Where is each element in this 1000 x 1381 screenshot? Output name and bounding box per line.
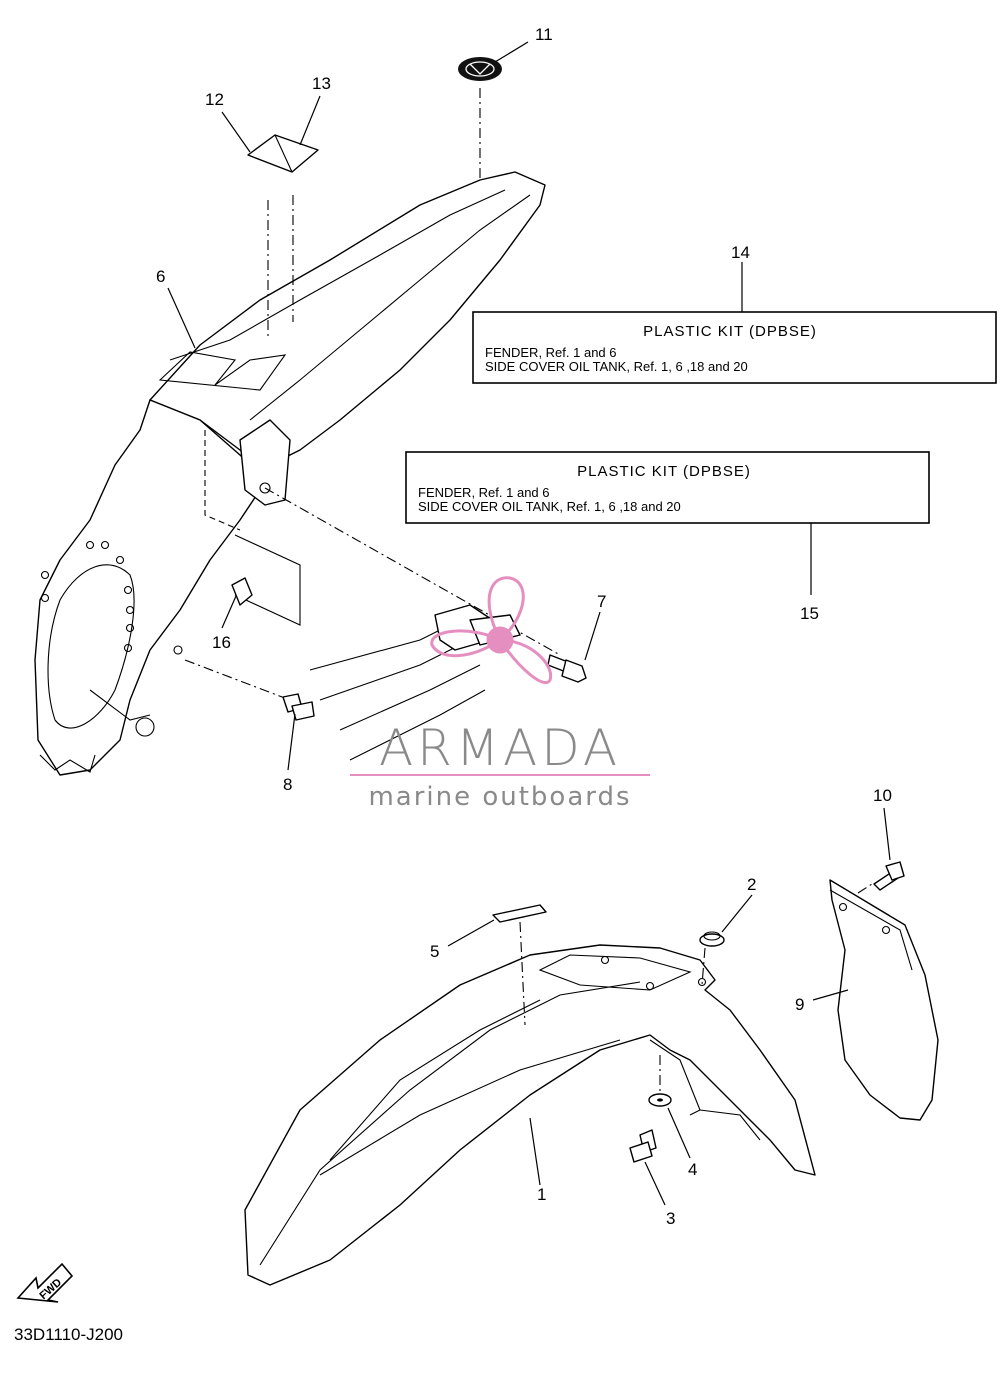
- callout-11: 11: [535, 25, 553, 44]
- emblem-part-11: [458, 57, 502, 81]
- kit-box-14-line-1: FENDER, Ref. 1 and 6: [485, 345, 617, 360]
- callout-5: 5: [430, 942, 439, 961]
- callout-9: 9: [795, 995, 804, 1014]
- bolt-part-8: [282, 693, 315, 721]
- washer-part-4: [648, 1093, 672, 1107]
- callout-3: 3: [666, 1209, 675, 1228]
- callout-1: 1: [537, 1185, 546, 1204]
- callout-16: 16: [212, 633, 231, 652]
- armada-watermark: ARMADA marine outboards: [350, 576, 650, 812]
- kit-box-14-line-2: SIDE COVER OIL TANK, Ref. 1, 6 ,18 and 2…: [485, 359, 748, 374]
- callout-15: 15: [800, 604, 819, 623]
- bolt-part-7: [547, 654, 587, 683]
- kit-box-15: PLASTIC KIT (DPBSE) FENDER, Ref. 1 and 6…: [405, 451, 930, 524]
- callout-6: 6: [156, 267, 165, 286]
- sticker-parts-12-13: [247, 134, 319, 173]
- callout-4: 4: [688, 1160, 697, 1179]
- callout-13: 13: [312, 74, 331, 93]
- callout-10: 10: [873, 786, 892, 805]
- fwd-arrow-icon: FWD: [16, 1262, 74, 1303]
- bolt-part-3: [629, 1129, 657, 1163]
- grommet-part-2: [699, 931, 725, 947]
- watermark-brand: ARMADA: [379, 719, 621, 777]
- screw-part-10: [873, 861, 905, 891]
- mudflap-part-9: [829, 879, 939, 1121]
- callout-14: 14: [731, 243, 750, 262]
- callout-12: 12: [205, 90, 224, 109]
- kit-box-15-line-1: FENDER, Ref. 1 and 6: [418, 485, 550, 500]
- front-fender: [244, 944, 816, 1286]
- rear-fender: [34, 171, 546, 776]
- sticker-part-5: [492, 904, 547, 923]
- diagram-code: 33D1110-J200: [14, 1325, 123, 1344]
- callout-7: 7: [597, 592, 606, 611]
- watermark-tagline: marine outboards: [368, 782, 631, 812]
- kit-box-14: PLASTIC KIT (DPBSE) FENDER, Ref. 1 and 6…: [472, 311, 997, 384]
- callout-2: 2: [747, 875, 756, 894]
- kit-box-15-title: PLASTIC KIT (DPBSE): [577, 463, 751, 480]
- callout-8: 8: [283, 775, 292, 794]
- propeller-logo: [430, 576, 553, 684]
- kit-box-14-title: PLASTIC KIT (DPBSE): [643, 323, 817, 340]
- kit-box-15-line-2: SIDE COVER OIL TANK, Ref. 1, 6 ,18 and 2…: [418, 499, 681, 514]
